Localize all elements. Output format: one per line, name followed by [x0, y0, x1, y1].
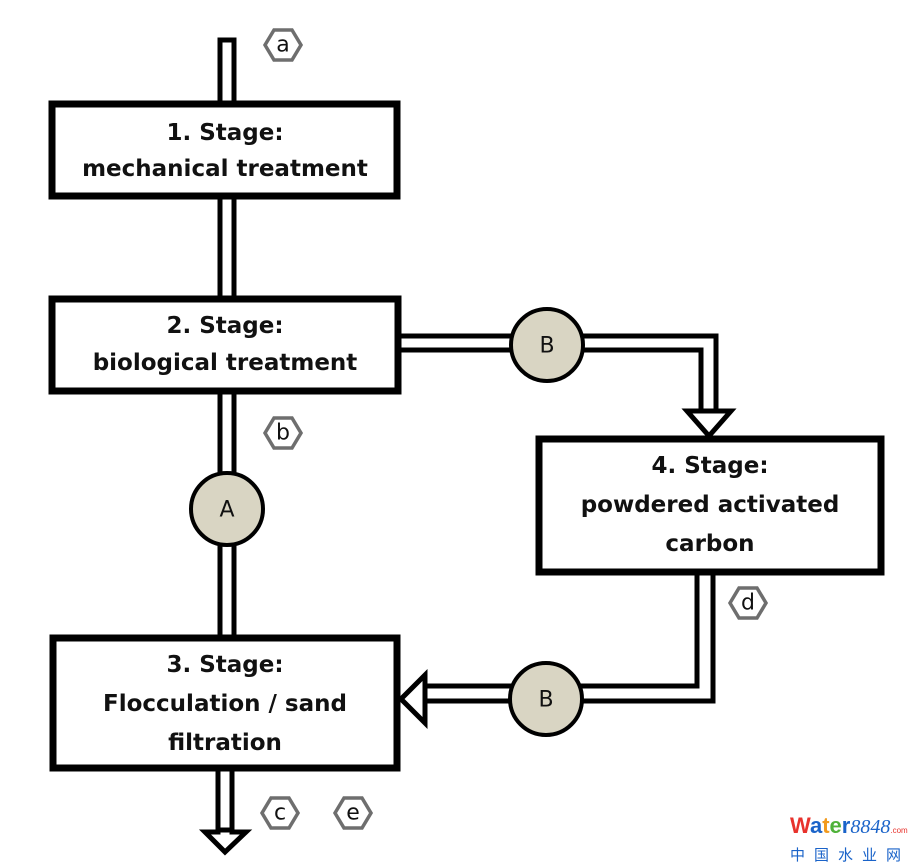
stage-2-title: 2. Stage: [166, 313, 283, 339]
stage-2-box: 2. Stage: biological treatment [48, 295, 402, 395]
watermark-suffix: .com [890, 826, 908, 835]
watermark-brand: Water8848.com [790, 815, 915, 842]
sampling-point-d: d [727, 586, 769, 620]
stage-1-title: 1. Stage: [166, 120, 283, 146]
sampling-label-e: e [346, 801, 360, 826]
stage-3-box: 3. Stage: Flocculation / sand filtration [49, 634, 401, 772]
watermark-letter: e [829, 813, 842, 838]
dosing-label-B-upper: B [539, 334, 554, 359]
sampling-label-d: d [741, 591, 755, 616]
stage-1-description: mechanical treatment [82, 156, 368, 182]
hexagon-a [262, 28, 304, 62]
sampling-label-a: a [276, 33, 289, 58]
sampling-point-b: b [262, 416, 304, 450]
stage-4-description-line2: carbon [665, 531, 754, 557]
dosing-label-B-lower: B [538, 688, 553, 713]
stage-3-description-line2: filtration [168, 730, 282, 756]
stage-1-box: 1. Stage: mechanical treatment [48, 100, 401, 200]
dosing-circle-B-upper [509, 307, 585, 383]
sampling-label-c: c [274, 801, 286, 826]
sampling-point-e: e [332, 796, 374, 830]
stage-4-box: 4. Stage: powdered activated carbon [535, 435, 885, 576]
dosing-point-A: A [189, 471, 265, 547]
stage4-inlet-arrow [681, 408, 737, 440]
sampling-point-a: a [262, 28, 304, 62]
stage-4-description-line1: powdered activated [581, 492, 840, 518]
stage3-inlet-arrow [397, 668, 428, 730]
watermark-letter: t [822, 813, 830, 838]
watermark-letter: W [790, 813, 810, 838]
stage-4-title: 4. Stage: [651, 453, 768, 479]
stage-3-title: 3. Stage: [166, 652, 283, 678]
watermark-letter: r [841, 813, 851, 838]
hexagon-d [727, 586, 769, 620]
watermark-number: 8848 [850, 816, 891, 838]
sampling-point-c: c [259, 796, 301, 830]
inlet-pipe [217, 37, 237, 104]
hexagon-b [262, 416, 304, 450]
outlet-arrow [198, 827, 253, 856]
hexagon-e [332, 796, 374, 830]
sampling-label-b: b [276, 421, 290, 446]
hexagon-c [259, 796, 301, 830]
stage-2-description: biological treatment [93, 350, 358, 376]
watermark-logo: Water8848.com 中国水业网 [790, 815, 915, 865]
pipe-stage1-to-stage2 [217, 197, 237, 299]
pipe-stage2-to-stage4 [400, 333, 737, 440]
stage-3-description-line1: Flocculation / sand [103, 691, 347, 717]
dosing-point-B-upper: B [509, 307, 585, 383]
outlet-pipe [198, 770, 253, 856]
dosing-circle-A [189, 471, 265, 547]
dosing-label-A: A [219, 498, 234, 523]
dosing-circle-B-lower [508, 661, 584, 737]
dosing-point-B-lower: B [508, 661, 584, 737]
watermark-letter: a [809, 813, 823, 838]
watermark-subtitle: 中国水业网 [790, 846, 911, 864]
watermark-brand-word: Water [790, 813, 850, 838]
